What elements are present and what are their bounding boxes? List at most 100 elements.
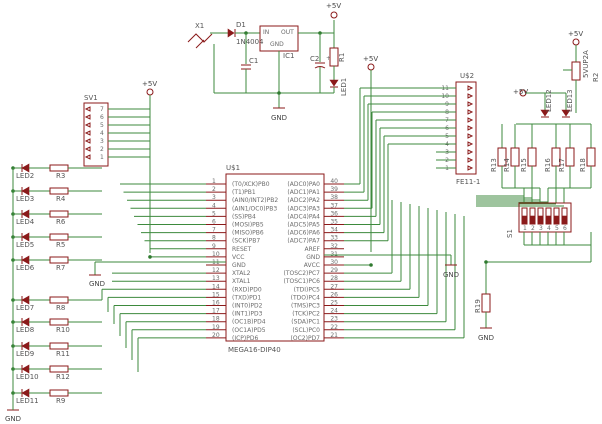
u2-pin-marker	[467, 93, 474, 99]
u2-pin-marker	[467, 85, 474, 91]
resistor-symbol	[510, 147, 520, 167]
u2-pin-marker	[467, 125, 474, 131]
s1-label: S1	[506, 229, 514, 238]
power-supply-section: X1 D1 1N4004 IN OUT GND IC1 C1 C2 +	[187, 2, 348, 122]
u2-supply-label: +5V	[363, 55, 378, 63]
mcu-pin-name: (AIN0/INT2)PB2	[232, 197, 278, 204]
resistor-symbol	[49, 318, 69, 326]
resistor-symbol	[565, 147, 575, 167]
mcu-pin-name: RESET	[232, 246, 252, 253]
mcu-pin-name: (MOSI)PB5	[232, 222, 264, 229]
sv1-supply-label: +5V	[142, 80, 157, 88]
mcu-pin-number: 17	[212, 308, 220, 315]
mcu-pin-name: (INT0)PD2	[232, 303, 263, 310]
resistor-label: R11	[56, 350, 70, 358]
mcu-pin-number: 10	[212, 251, 220, 258]
led-symbol	[21, 255, 30, 265]
mcu-pin-number: 30	[330, 259, 338, 266]
led12-supply-label: +5V	[513, 88, 528, 96]
led-label: LED5	[16, 241, 34, 249]
gnd-r19-label: GND	[478, 334, 494, 342]
mcu-pin-number: 19	[212, 324, 220, 331]
mcu-pin-name: (ADC0)PA0	[287, 181, 320, 188]
mcu-pin-number: 1	[212, 178, 216, 185]
dip-switch-number: 1	[523, 225, 527, 232]
mcu-pin-name: XTAL2	[232, 270, 251, 277]
sv1-body	[83, 102, 109, 167]
resistor-label: R8	[56, 304, 65, 312]
led-symbol	[21, 186, 30, 196]
led1-label: LED1	[340, 78, 348, 96]
mcu-pin-name: (ADC2)PA2	[287, 197, 320, 204]
mcu-pin-name: (TXD)PD1	[232, 294, 261, 301]
resistor-symbol	[49, 296, 69, 304]
mcu-pin-number: 23	[330, 316, 338, 323]
led-label: LED9	[16, 350, 34, 358]
led-symbol	[21, 295, 30, 305]
mcu-pin-number: 38	[330, 194, 338, 201]
mcu-pin-number: 9	[212, 243, 216, 250]
mcu-pin-number: 37	[330, 202, 338, 209]
mcu-pin-name: XTAL1	[232, 278, 251, 285]
r2-resistor	[571, 61, 581, 81]
mcu-pin-name: (T1)PB1	[232, 189, 256, 196]
mcu-pin-number: 12	[212, 267, 220, 274]
mcu-pin-number: 13	[212, 275, 220, 282]
r2-label: R2	[592, 73, 600, 82]
sv1-pin-number: 5	[100, 122, 104, 129]
led1-symbol	[329, 79, 339, 87]
mcu-pin-number: 14	[212, 283, 220, 290]
mcu-pin-number: 5	[212, 210, 216, 217]
supply-top-label: +5V	[326, 2, 341, 10]
dip-switch-number: 3	[539, 225, 543, 232]
resistor-symbol	[49, 210, 69, 218]
led-symbol	[21, 341, 30, 351]
resistor-symbol	[586, 147, 596, 167]
mcu-pin-name: AVCC	[304, 262, 320, 269]
resistor-label: R14	[503, 158, 511, 172]
led-label: LED6	[16, 264, 35, 272]
sv1-pin-number: 1	[100, 154, 104, 161]
mcu-pin-number: 25	[330, 300, 338, 307]
mcu-pin-number: 29	[330, 267, 338, 274]
u2-ref: U$2	[460, 72, 474, 80]
mcu-pin-name: GND	[232, 262, 246, 269]
led-label: LED8	[16, 326, 34, 334]
sv1-pin-marker	[84, 130, 91, 136]
sv1-pin-number: 4	[100, 130, 104, 137]
resistor-label: R9	[56, 397, 65, 405]
resistor-symbol	[49, 389, 69, 397]
dip-switch-number: 4	[547, 225, 551, 232]
dip-switch-knob	[553, 215, 560, 225]
gnd-bottom-left-label: GND	[5, 415, 21, 423]
mcu-body	[225, 173, 325, 342]
r1-resistor	[329, 47, 339, 67]
resistor-symbol	[49, 233, 69, 241]
mcu-pin-name: (TDI)PC5	[294, 286, 321, 293]
resistor-symbol	[49, 365, 69, 373]
led12-symbol	[540, 109, 550, 117]
dip-switch-knob	[545, 215, 552, 225]
mcu-pin-number: 15	[212, 291, 220, 298]
sv1-pin-marker	[84, 122, 91, 128]
mcu-pin-number: 16	[212, 300, 220, 307]
led-resistor-pair: LED9 R11	[11, 341, 102, 358]
resistor-label: R4	[56, 195, 66, 203]
mcu-pin-number: 3	[212, 194, 216, 201]
sv1-pin-marker	[84, 114, 91, 120]
mcu-pin-name: (TOSC1)PC6	[283, 278, 320, 285]
sv1-pin-number: 7	[100, 106, 104, 113]
r19-resistor	[481, 293, 491, 313]
led12-label: LED12	[545, 89, 553, 112]
resistor-symbol	[49, 256, 69, 264]
c1-label: C1	[249, 57, 258, 65]
led-symbol	[21, 388, 30, 398]
led-symbol	[21, 317, 30, 327]
supply-symbol-top	[330, 11, 338, 19]
x1-label: X1	[195, 22, 204, 30]
